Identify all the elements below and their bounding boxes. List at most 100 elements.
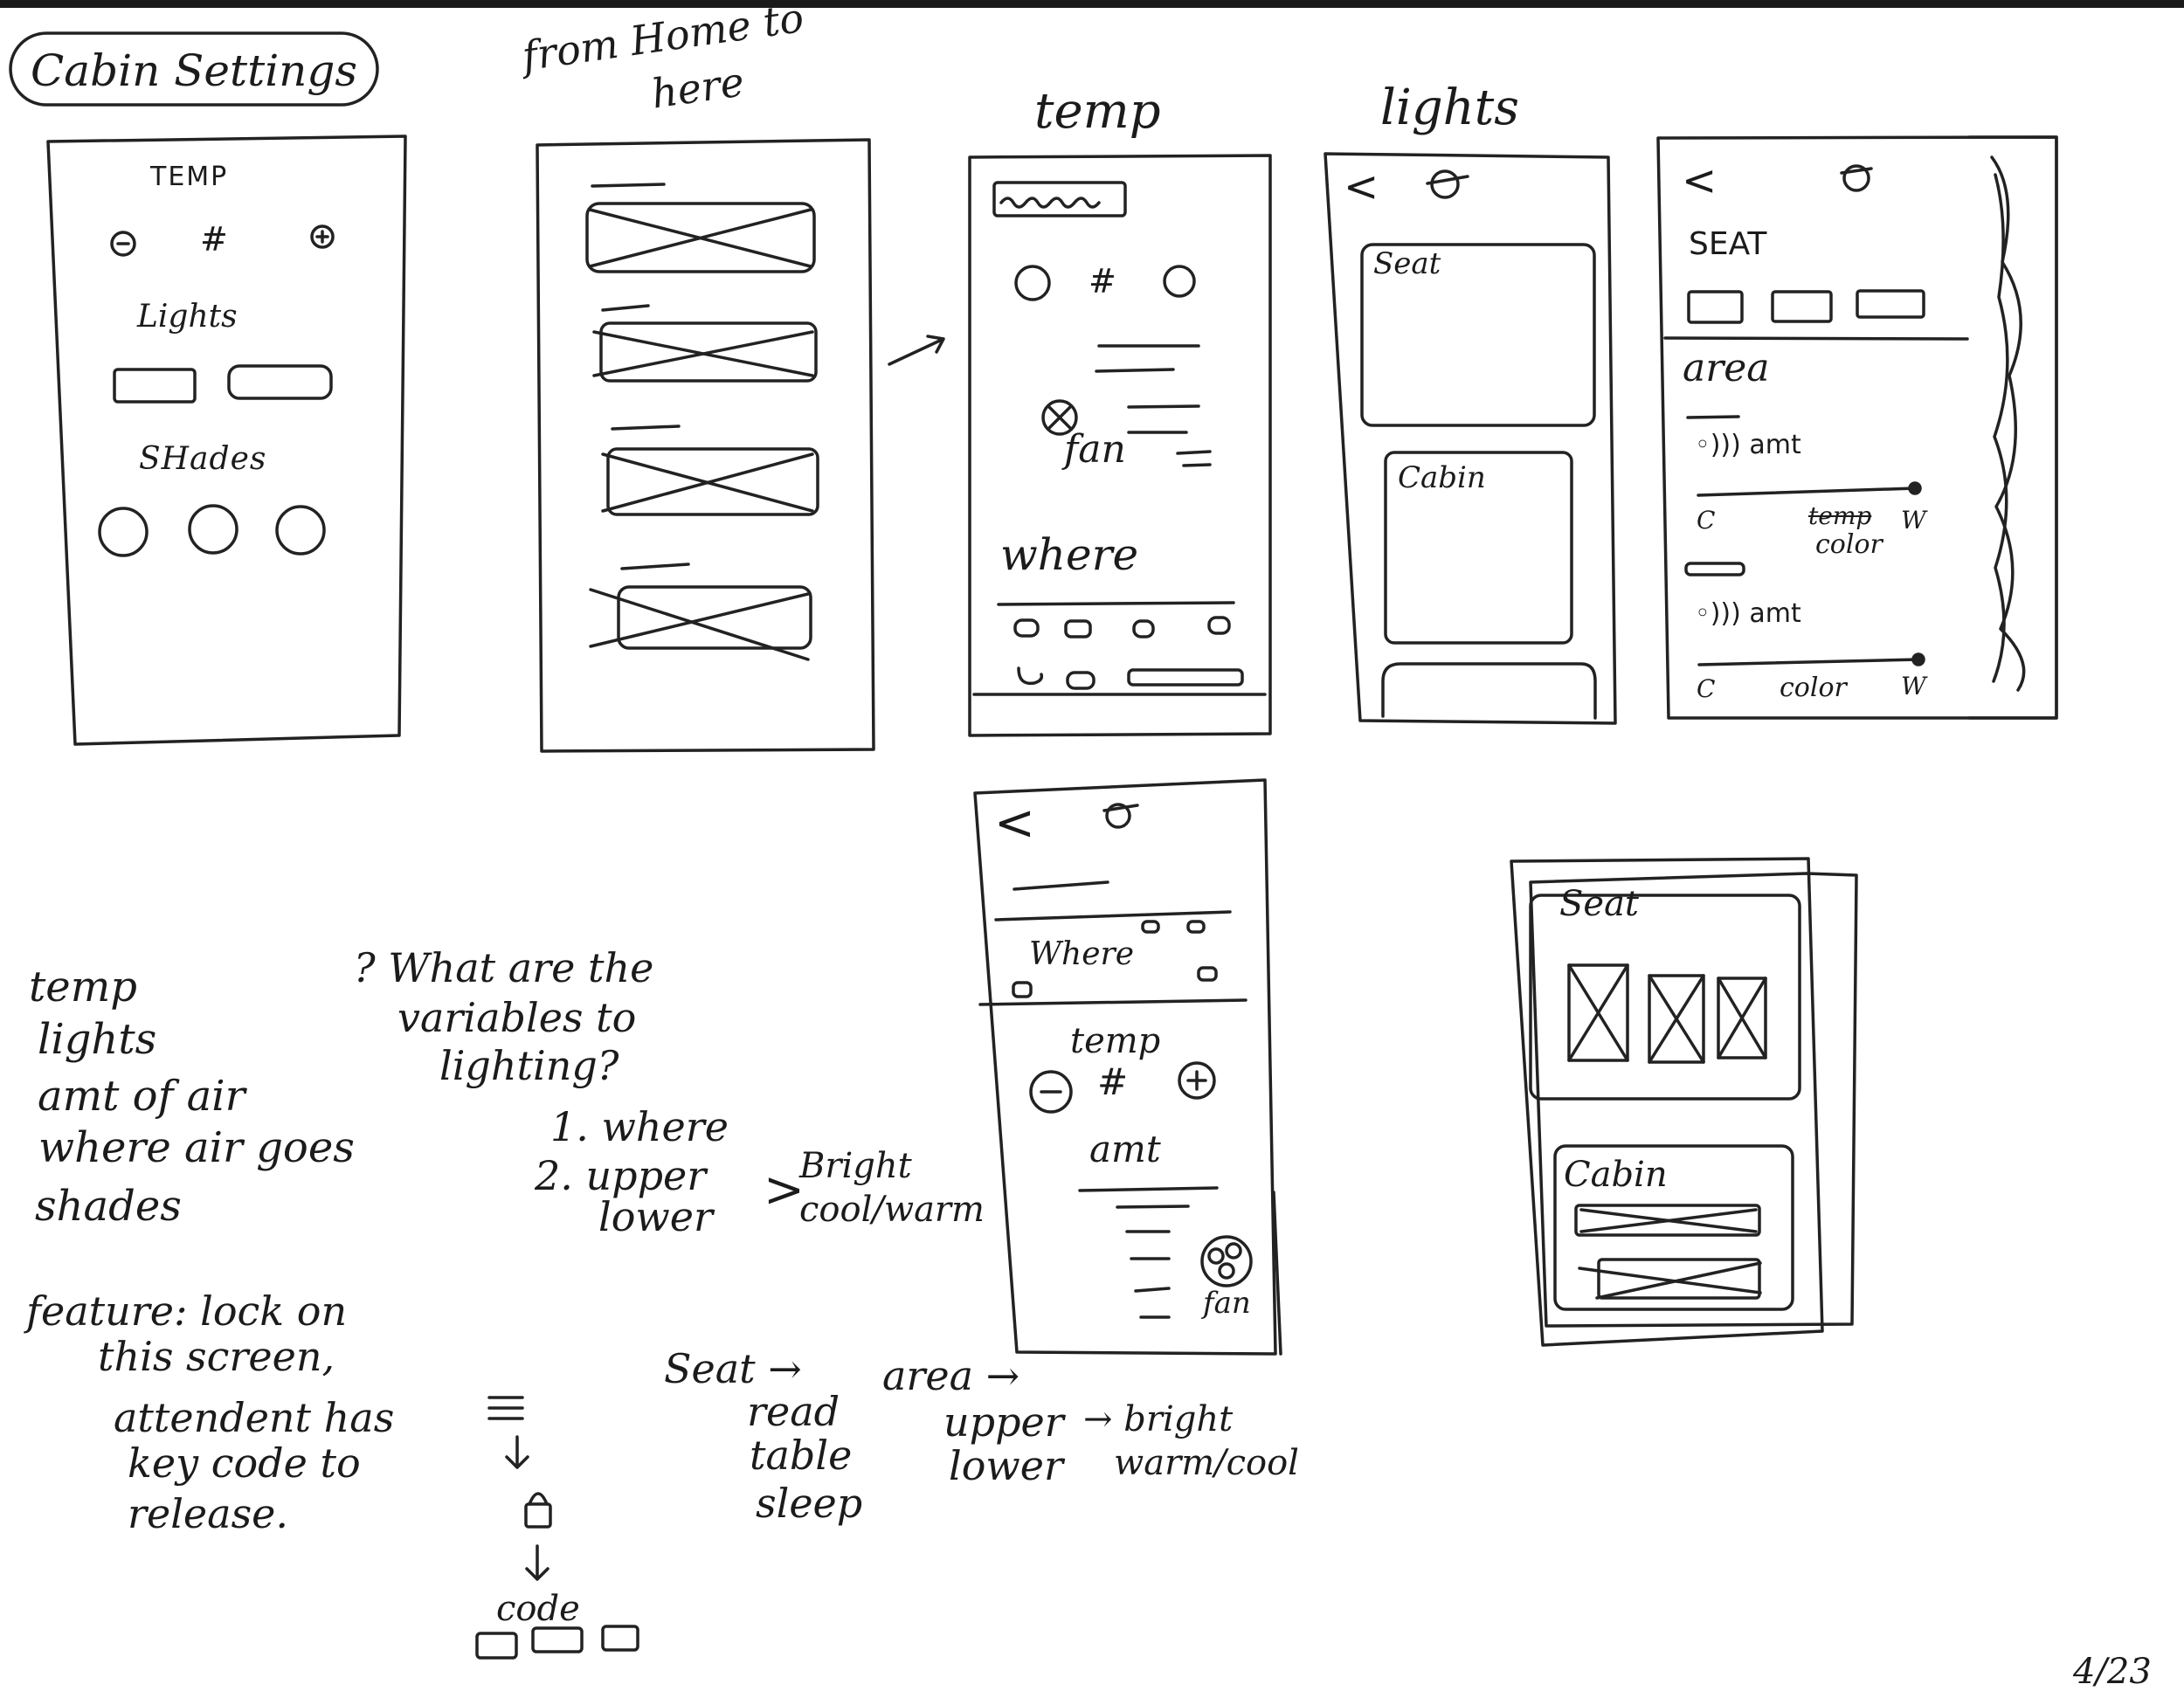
phone2-note-line2: here bbox=[648, 58, 747, 118]
variables-item-5: shades bbox=[35, 1182, 182, 1231]
phone5-color-label-2: color bbox=[1780, 673, 1847, 703]
phone5-slider-1-track bbox=[1697, 487, 1917, 497]
area-flow-option-1: upper bbox=[943, 1398, 1064, 1446]
phone6-home-icon bbox=[1105, 803, 1131, 829]
phone1-shade-2 bbox=[188, 504, 238, 555]
phone6-plus-icon bbox=[1178, 1061, 1216, 1100]
phone1-temp-minus-icon bbox=[110, 231, 136, 257]
phone6-fan-icon bbox=[1200, 1235, 1253, 1287]
seat-flow-label: Seat → bbox=[664, 1345, 802, 1392]
phone6-back-button[interactable]: < bbox=[994, 795, 1035, 852]
phone7-cabin-row-2 bbox=[1597, 1258, 1761, 1300]
phone1-light-button-2 bbox=[227, 364, 333, 400]
area-flow-warmcool: warm/cool bbox=[1114, 1443, 1299, 1483]
phone3-header-pill bbox=[992, 181, 1127, 217]
area-flow-bright: → bright bbox=[1083, 1399, 1234, 1439]
phone1-temp-label: TEMP bbox=[150, 162, 229, 192]
phone1-lights-label: Lights bbox=[137, 299, 238, 335]
code-box-2 bbox=[531, 1626, 584, 1653]
phone5-seat-option-2 bbox=[1771, 290, 1833, 323]
phone5-temp-struck: temp bbox=[1808, 501, 1872, 530]
phone7-seat-panel bbox=[1529, 894, 1801, 1101]
phone3-minus-icon bbox=[1014, 265, 1051, 301]
top-border bbox=[0, 0, 2184, 8]
seat-flow-option-2: table bbox=[750, 1432, 853, 1479]
phone7-seat-label: Seat bbox=[1559, 884, 1639, 924]
phone5-slider-2-handle bbox=[1911, 652, 1925, 666]
phone7-cabin-panel bbox=[1553, 1144, 1794, 1311]
phone3-frame bbox=[968, 154, 1272, 737]
seat-flow-option-1: read bbox=[747, 1388, 840, 1435]
code-box-1 bbox=[475, 1632, 518, 1660]
area-flow-label: area → bbox=[882, 1352, 1020, 1399]
phone5-slider-1-handle bbox=[1908, 481, 1922, 495]
lock-flow-arrow-2 bbox=[525, 1544, 549, 1581]
phone1-shade-3 bbox=[275, 505, 326, 556]
phone4-bottom-panel bbox=[1381, 662, 1597, 720]
flow-arrow bbox=[888, 335, 945, 366]
phone5-seat-label: SEAT bbox=[1689, 226, 1767, 262]
lock-flow-code-label: code bbox=[496, 1589, 580, 1629]
phone4-home-icon bbox=[1430, 169, 1460, 199]
question-bright: Bright bbox=[799, 1146, 912, 1186]
phone2-frame bbox=[536, 138, 875, 753]
phone7-frame bbox=[1510, 857, 1824, 1347]
phone5-seat-option-1 bbox=[1687, 290, 1744, 324]
question-coolwarm: cool/warm bbox=[799, 1190, 985, 1230]
phone3-where-label: where bbox=[1000, 529, 1139, 580]
phone2-card-4 bbox=[617, 585, 812, 650]
phone5-amt-label-2: ◦))) amt bbox=[1695, 598, 1801, 629]
phone2-card-3 bbox=[606, 447, 819, 516]
phone1-shades-label: SHades bbox=[139, 441, 267, 477]
phone5-warm-label-1: W bbox=[1901, 506, 1926, 535]
phone6-amt-label: amt bbox=[1089, 1128, 1161, 1170]
phone7-cabin-label: Cabin bbox=[1564, 1155, 1668, 1195]
question-item-2b: lower bbox=[598, 1193, 713, 1240]
phone6-frame bbox=[973, 778, 1277, 1356]
phone4-label: lights bbox=[1380, 79, 1519, 136]
phone6-where-label: Where bbox=[1029, 936, 1135, 972]
phone3-fan-label: fan bbox=[1064, 427, 1126, 472]
area-flow-option-2: lower bbox=[949, 1442, 1063, 1489]
seat-flow-option-3: sleep bbox=[756, 1480, 863, 1527]
phone5-slider-2-track bbox=[1697, 658, 1920, 666]
phone5-cold-label-1: C bbox=[1697, 506, 1716, 535]
phone5-side-frame bbox=[1967, 135, 2058, 720]
feature-line-5: release. bbox=[128, 1490, 289, 1537]
question-item-1: 1. where bbox=[550, 1103, 729, 1150]
phone1-temp-value: # bbox=[200, 220, 228, 259]
phone4-cabin-panel bbox=[1384, 451, 1573, 645]
variables-item-1: temp bbox=[29, 963, 137, 1011]
phone4-seat-panel bbox=[1360, 243, 1596, 427]
phone5-seat-option-3 bbox=[1856, 289, 1925, 319]
phone4-frame bbox=[1324, 152, 1617, 725]
phone7-seat-option-3 bbox=[1717, 977, 1767, 1060]
variables-item-4: where air goes bbox=[38, 1123, 355, 1172]
phone7-seat-option-2 bbox=[1648, 974, 1705, 1064]
question-item-2a: 2. upper bbox=[535, 1152, 707, 1199]
lock-icon bbox=[524, 1502, 552, 1529]
phone6-temp-label: temp bbox=[1070, 1021, 1161, 1061]
phone1-temp-plus-icon bbox=[310, 224, 335, 249]
phone7-cabin-row-1 bbox=[1574, 1204, 1761, 1237]
variables-item-3: amt of air bbox=[38, 1072, 245, 1121]
phone1-frame bbox=[46, 135, 407, 746]
phone5-cold-label-2: C bbox=[1697, 674, 1716, 703]
phone2-card-1 bbox=[585, 202, 816, 273]
code-box-3 bbox=[601, 1625, 639, 1652]
phone1-light-button-1 bbox=[113, 368, 197, 404]
phone7-inner-frame bbox=[1529, 872, 1858, 1328]
phone6-temp-value: # bbox=[1097, 1060, 1129, 1103]
page-title: Cabin Settings bbox=[31, 45, 358, 96]
lock-flow-arrow-1 bbox=[505, 1435, 529, 1469]
phone4-back-button[interactable]: < bbox=[1344, 162, 1379, 211]
phone5-warm-label-2: W bbox=[1901, 672, 1926, 701]
phone3-fan-icon bbox=[1041, 399, 1078, 436]
question-brace: > bbox=[764, 1162, 805, 1218]
phone2-card-2 bbox=[599, 321, 818, 383]
phone3-temp-value: # bbox=[1089, 262, 1116, 300]
feature-line-1: feature: lock on bbox=[26, 1287, 348, 1335]
phone5-back-button[interactable]: < bbox=[1682, 156, 1717, 205]
phone5-area-label: area bbox=[1683, 346, 1770, 390]
